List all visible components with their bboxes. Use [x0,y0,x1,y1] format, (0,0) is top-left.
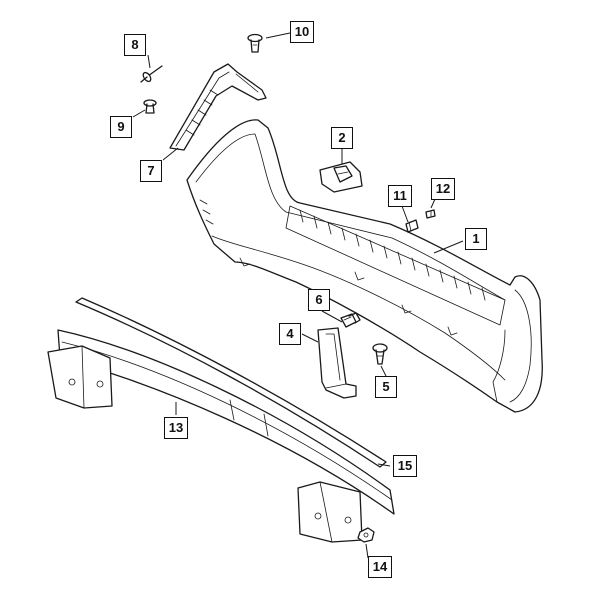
callout-2[interactable]: 2 [331,127,353,149]
bracket-part-7 [169,63,267,151]
leader-lines [132,32,464,559]
bolt-part-6 [340,312,361,328]
clip-part-9 [143,99,157,114]
push-pin-part-10 [247,33,263,53]
callout-9[interactable]: 9 [110,116,132,138]
callout-12[interactable]: 12 [431,178,455,200]
callout-7[interactable]: 7 [140,160,162,182]
callout-1[interactable]: 1 [465,228,487,250]
nut-part-14 [357,527,375,543]
screw-part-12 [425,209,436,219]
absorber-strip-part-15 [75,297,387,468]
callout-15[interactable]: 15 [393,455,417,477]
callout-11[interactable]: 11 [388,185,412,207]
callout-10[interactable]: 10 [290,21,314,43]
screw-part-5 [372,343,388,365]
fastener-part-11 [405,219,419,233]
callout-6[interactable]: 6 [308,289,330,311]
callout-5[interactable]: 5 [375,376,397,398]
reinforcement-beam-part-13 [47,329,395,543]
callout-4[interactable]: 4 [279,323,301,345]
hitch-cover-part-2 [319,161,363,193]
bracket-part-4 [317,327,357,399]
callout-8[interactable]: 8 [124,34,146,56]
bumper-fascia-part-1 [186,119,543,413]
callout-13[interactable]: 13 [164,417,188,439]
rivet-part-8 [140,65,163,83]
callout-14[interactable]: 14 [368,556,392,578]
